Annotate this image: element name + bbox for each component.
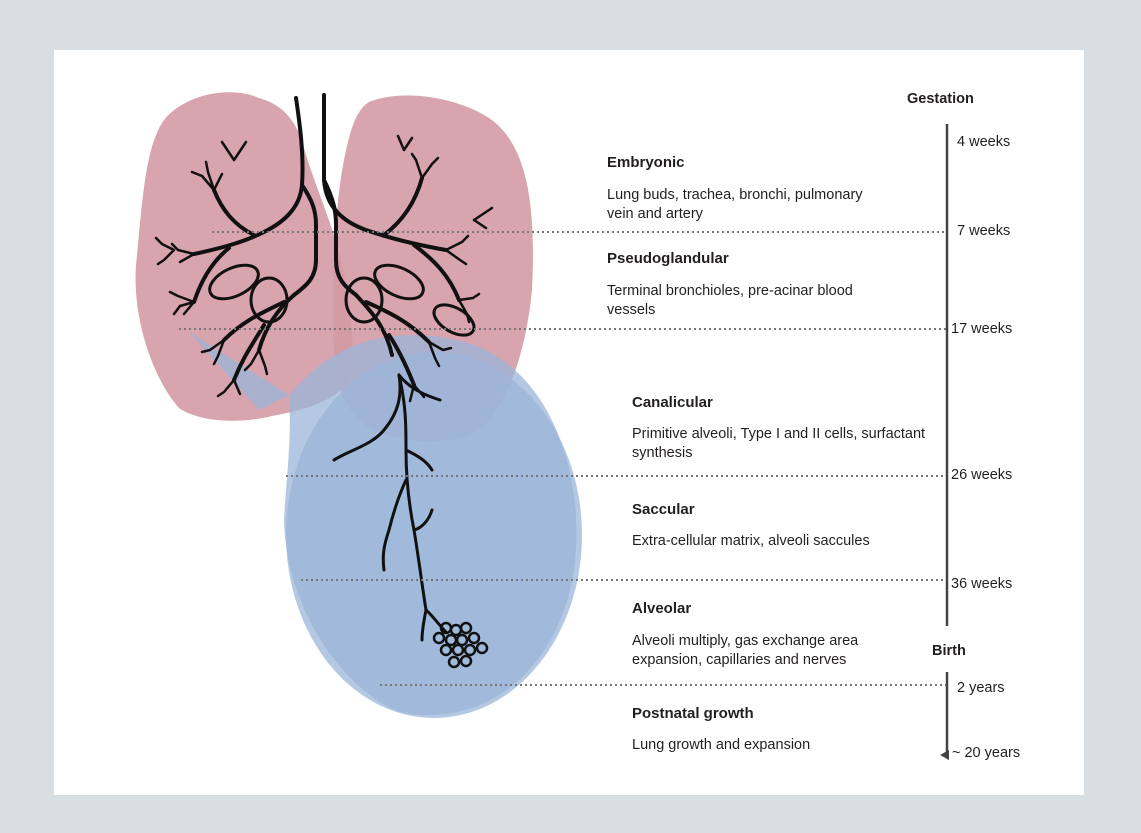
stage-description: Lung growth and expansion	[632, 736, 932, 755]
stage-description: Extra-cellular matrix, alveoli saccules	[632, 532, 892, 551]
stage-description: Primitive alveoli, Type I and II cells, …	[632, 425, 932, 463]
stage-title: Alveolar	[632, 600, 691, 617]
milestone-4-weeks: 4 weeks	[957, 134, 1010, 150]
stage-description: Terminal bronchioles, pre-acinar blood v…	[607, 282, 877, 320]
stage-title: Postnatal growth	[632, 705, 754, 722]
milestone-26-weeks: 26 weeks	[951, 467, 1012, 483]
milestone-20-years: ~ 20 years	[952, 745, 1020, 761]
diagram-panel: Gestation 4 weeks 7 weeks 17 weeks 26 we…	[54, 50, 1084, 795]
stage-description: Lung buds, trachea, bronchi, pulmonary v…	[607, 186, 877, 224]
milestone-36-weeks: 36 weeks	[951, 576, 1012, 592]
stage-title: Pseudoglandular	[607, 250, 729, 267]
lung-illustration	[54, 50, 1084, 795]
milestone-2-years: 2 years	[957, 680, 1005, 696]
stage-description: Alveoli multiply, gas exchange area expa…	[632, 632, 932, 670]
gestation-label: Gestation	[907, 91, 974, 107]
stage-title: Canalicular	[632, 394, 713, 411]
birth-label: Birth	[932, 643, 966, 659]
stage-title: Embryonic	[607, 154, 685, 171]
stage-title: Saccular	[632, 501, 695, 518]
magnified-ellipse-body	[286, 352, 582, 718]
milestone-17-weeks: 17 weeks	[951, 321, 1012, 337]
milestone-7-weeks: 7 weeks	[957, 223, 1010, 239]
